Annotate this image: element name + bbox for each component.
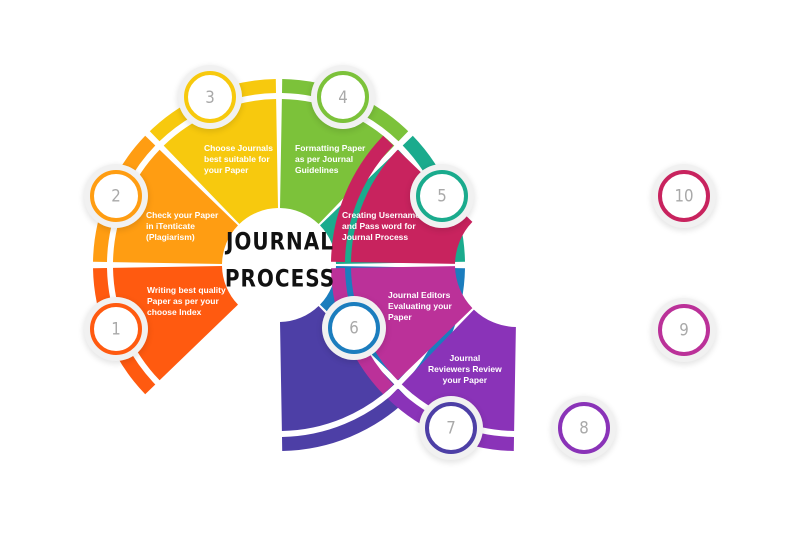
step-4-outer-band [282, 79, 409, 142]
step-1-badge: 1 [90, 303, 142, 355]
step-9-outer-band [331, 268, 394, 395]
step-10-outer-band [331, 135, 394, 262]
step-10-number: 10 [674, 185, 694, 207]
step-4-wedge [280, 99, 395, 224]
step-1-label: Writing best quality Paper as per your c… [147, 285, 226, 317]
step-7-label: Journal Reviewers Review your Paper [428, 353, 502, 385]
step-9-number: 9 [679, 319, 689, 341]
step-7-badge: 7 [425, 402, 477, 454]
step-8-wedge [401, 309, 516, 431]
step-5-number: 5 [437, 185, 447, 207]
step-7-number: 7 [446, 417, 456, 439]
step-2-label: Check your Paper in iTenticate (Plagiari… [146, 210, 219, 242]
step-3-number: 3 [205, 86, 215, 108]
step-9-wedge [351, 266, 473, 381]
step-1-wedge [113, 266, 238, 381]
step-4-number: 4 [338, 86, 348, 108]
step-1-number: 1 [111, 318, 121, 340]
step-8-number: 8 [579, 417, 589, 439]
step-4-label: Formatting Paper as per Journal Guidelin… [295, 143, 366, 175]
step-3-badge: 3 [184, 71, 236, 123]
step-3-wedge [163, 99, 278, 224]
step-2-badge: 2 [90, 170, 142, 222]
diagram-title-line2: PROCESS [224, 263, 336, 293]
step-6-number: 6 [349, 317, 359, 339]
step-10-badge: 10 [658, 170, 710, 222]
step-10-label: Journal Give Acceptance and Publish as p… [592, 191, 666, 234]
step-3-label: Choose Journals best suitable for your P… [204, 143, 273, 175]
step-3-outer-band [149, 79, 276, 142]
step-6-label: Journal Editors Evaluating your Paper [388, 290, 452, 322]
diagram-title-line1: JOURNAL [225, 226, 335, 256]
step-7-outer-band [282, 388, 409, 451]
step-8-label: Give Revision [532, 358, 612, 372]
step-2-number: 2 [111, 185, 121, 207]
step-10-wedge [351, 149, 473, 264]
step-4-badge: 4 [317, 71, 369, 123]
step-5-badge: 5 [416, 170, 468, 222]
step-2-outer-band [93, 135, 156, 262]
step-6-badge: 6 [328, 302, 380, 354]
step-8-outer-band [387, 388, 514, 451]
step-9-badge: 9 [658, 304, 710, 356]
step-1-outer-band [93, 268, 156, 395]
step-8-badge: 8 [558, 402, 610, 454]
step-2-wedge [113, 149, 238, 264]
step-9-label: Submit the Revision after Clearing Revie… [598, 281, 680, 324]
step-5-label: Creating Username and Pass word for Jour… [342, 210, 420, 242]
step-7-wedge [280, 306, 395, 431]
